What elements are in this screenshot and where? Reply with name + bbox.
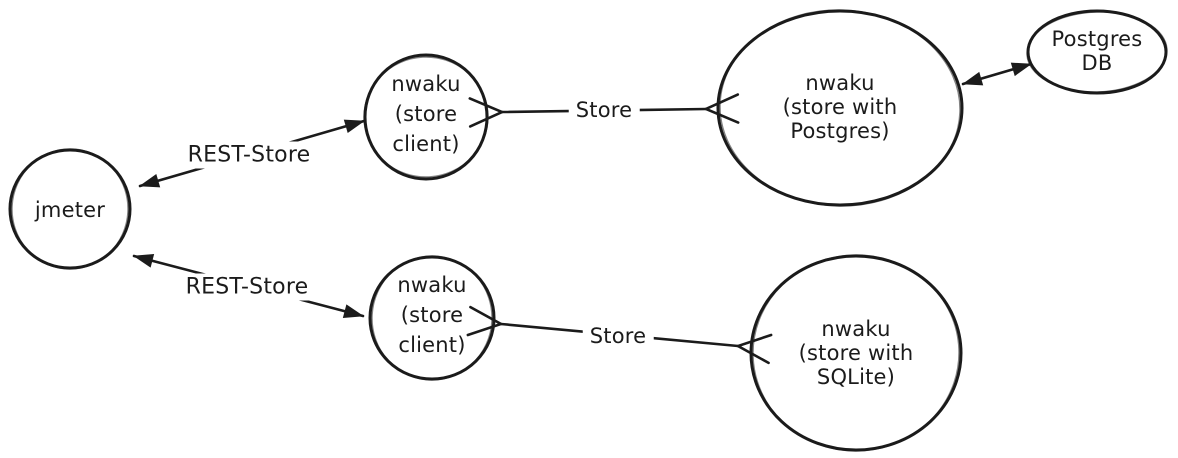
node-label-line: (store — [400, 303, 464, 327]
node-label-line: nwaku — [397, 273, 467, 297]
node-label-line: client) — [398, 333, 466, 357]
edge-label-rest-store-bottom: REST-Store — [178, 273, 316, 301]
node-label-line: jmeter — [34, 198, 106, 222]
edge-line-postgres-db-link — [961, 62, 1033, 86]
node-ellipse-postgres-db — [1026, 9, 1168, 95]
node-label-jmeter: jmeter — [35, 198, 105, 222]
node-label-line: (store with — [782, 95, 898, 119]
node-label-nwaku-store-postgres: nwaku (store with Postgres) — [783, 71, 898, 143]
node-ellipse-jmeter — [8, 148, 132, 270]
edge-label-store-bottom: Store — [582, 323, 654, 349]
node-label-line: nwaku — [821, 317, 891, 341]
node-label-line: (store — [394, 102, 458, 126]
edge-label-rest-store-top: REST-Store — [180, 141, 318, 169]
node-label-line: SQLite) — [816, 365, 896, 389]
node-label-nwaku-store-client-bottom: nwaku (store client) — [397, 270, 466, 360]
node-label-line: nwaku — [391, 72, 461, 96]
node-label-line: Postgres — [1051, 27, 1143, 51]
node-label-postgres-db: Postgres DB — [1052, 27, 1143, 75]
node-label-line: DB — [1081, 51, 1113, 75]
node-label-line: Postgres) — [790, 119, 890, 143]
node-label-nwaku-store-client-top: nwaku (store client) — [391, 69, 460, 159]
node-label-line: nwaku — [805, 71, 875, 95]
node-label-line: client) — [392, 132, 460, 156]
edge-label-store-top: Store — [568, 97, 640, 123]
node-label-line: (store with — [798, 341, 914, 365]
node-label-nwaku-store-sqlite: nwaku (store with SQLite) — [799, 317, 914, 389]
